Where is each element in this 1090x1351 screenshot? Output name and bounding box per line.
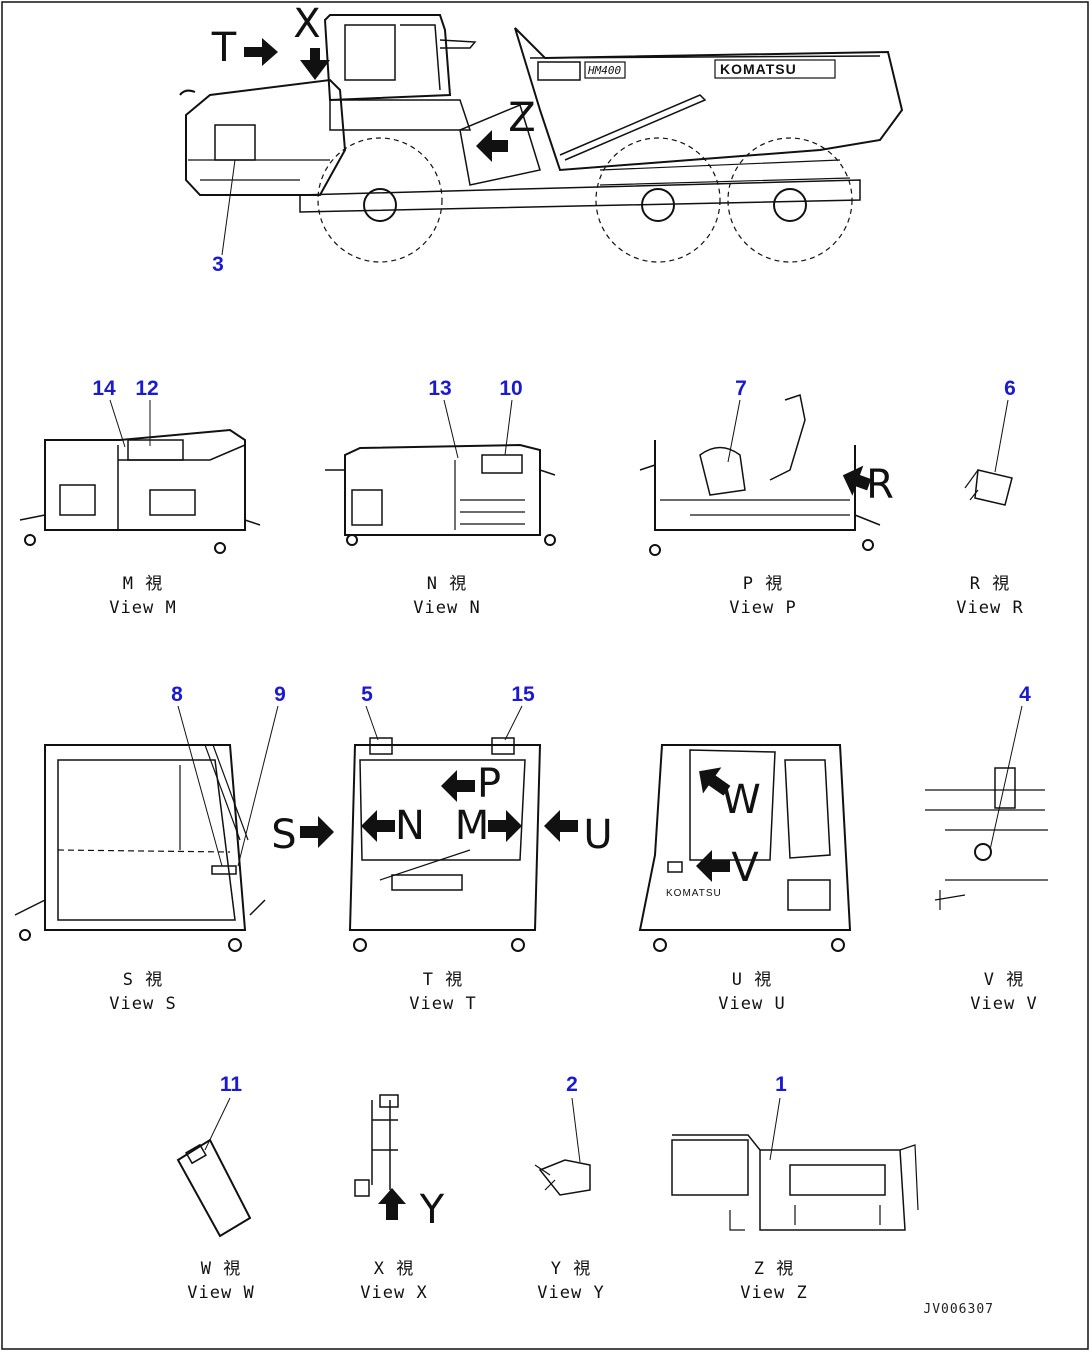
arrow-M (488, 810, 522, 842)
arrow-W (699, 767, 731, 796)
view-M-drawing (19, 399, 261, 554)
arrow-label-T: T (211, 25, 237, 71)
hood (185, 78, 347, 196)
callout-13: 13 (428, 377, 452, 400)
arrow-label-S: S (271, 812, 297, 858)
view-V-drawing (925, 705, 1048, 910)
callout-2: 2 (566, 1073, 578, 1096)
arrow-label-P: P (476, 761, 502, 807)
callout-5: 5 (361, 683, 373, 706)
view-P-drawing (639, 394, 881, 556)
grille (787, 879, 831, 911)
arrow-label-N: N (395, 803, 425, 849)
callout-11: 11 (219, 1073, 243, 1096)
view-Y-drawing (534, 1097, 591, 1196)
callout-12: 12 (135, 377, 159, 400)
document-id: JV006307 (923, 1302, 994, 1317)
arrow-Z (476, 130, 508, 162)
view-R-drawing (964, 399, 1013, 506)
callout-3: 3 (212, 253, 224, 276)
view-S-drawing (14, 705, 279, 952)
arrow-label-W: W (721, 777, 761, 823)
callout-6: 6 (1004, 377, 1016, 400)
model-panel (584, 61, 626, 79)
truck-model-label: HM400 (588, 64, 622, 77)
mirror (179, 89, 196, 96)
arrow-label-Z: Z (508, 95, 536, 141)
view-W-drawing (176, 1097, 252, 1238)
arrow-label-X: X (293, 1, 321, 47)
arrow-P (441, 770, 475, 802)
view-X-drawing (354, 1094, 406, 1220)
callout-15: 15 (511, 683, 535, 706)
arrow-N (361, 810, 395, 842)
arrow-T (244, 38, 278, 66)
callout-14: 14 (92, 377, 116, 400)
callout-1: 1 (775, 1073, 787, 1096)
callout-4: 4 (1019, 683, 1031, 706)
brand-panel (714, 59, 836, 79)
arrow-V (696, 850, 730, 882)
view-T-drawing (300, 705, 578, 952)
arrow-X (300, 48, 330, 80)
dump-body (514, 27, 904, 172)
arrow-S (300, 816, 334, 848)
seat (769, 394, 806, 481)
truck-side-view (179, 14, 904, 263)
chassis (299, 179, 861, 213)
wiper (439, 39, 477, 49)
cab-brand-label: KOMATSU (666, 888, 722, 899)
hoist-cylinder (559, 94, 707, 161)
grille-box (214, 124, 256, 161)
front-hub (363, 188, 397, 222)
arrow-R (842, 465, 872, 496)
view-U-drawing (638, 744, 852, 952)
truck-brand-label: KOMATSU (720, 61, 797, 77)
arrow-label-V: V (731, 845, 759, 891)
hitch (459, 103, 541, 186)
leader-3 (221, 159, 236, 256)
callout-8: 8 (171, 683, 183, 706)
arrow-Y (378, 1188, 406, 1220)
callout-9: 9 (274, 683, 286, 706)
front-wheel (317, 137, 443, 263)
middle-wheel (595, 137, 721, 263)
rear-hub (773, 188, 807, 222)
arrow-label-R: R (866, 462, 894, 508)
view-Z-drawing (671, 1097, 919, 1231)
cab-outline (323, 14, 452, 102)
arrow-label-Y: Y (419, 1187, 445, 1233)
view-N-drawing (325, 399, 556, 546)
arrow-label-M: M (454, 803, 490, 849)
cab-window (344, 24, 396, 81)
callout-10: 10 (499, 377, 523, 400)
callout-7: 7 (735, 377, 747, 400)
arrow-U (544, 810, 578, 842)
arrow-label-U: U (583, 812, 613, 858)
